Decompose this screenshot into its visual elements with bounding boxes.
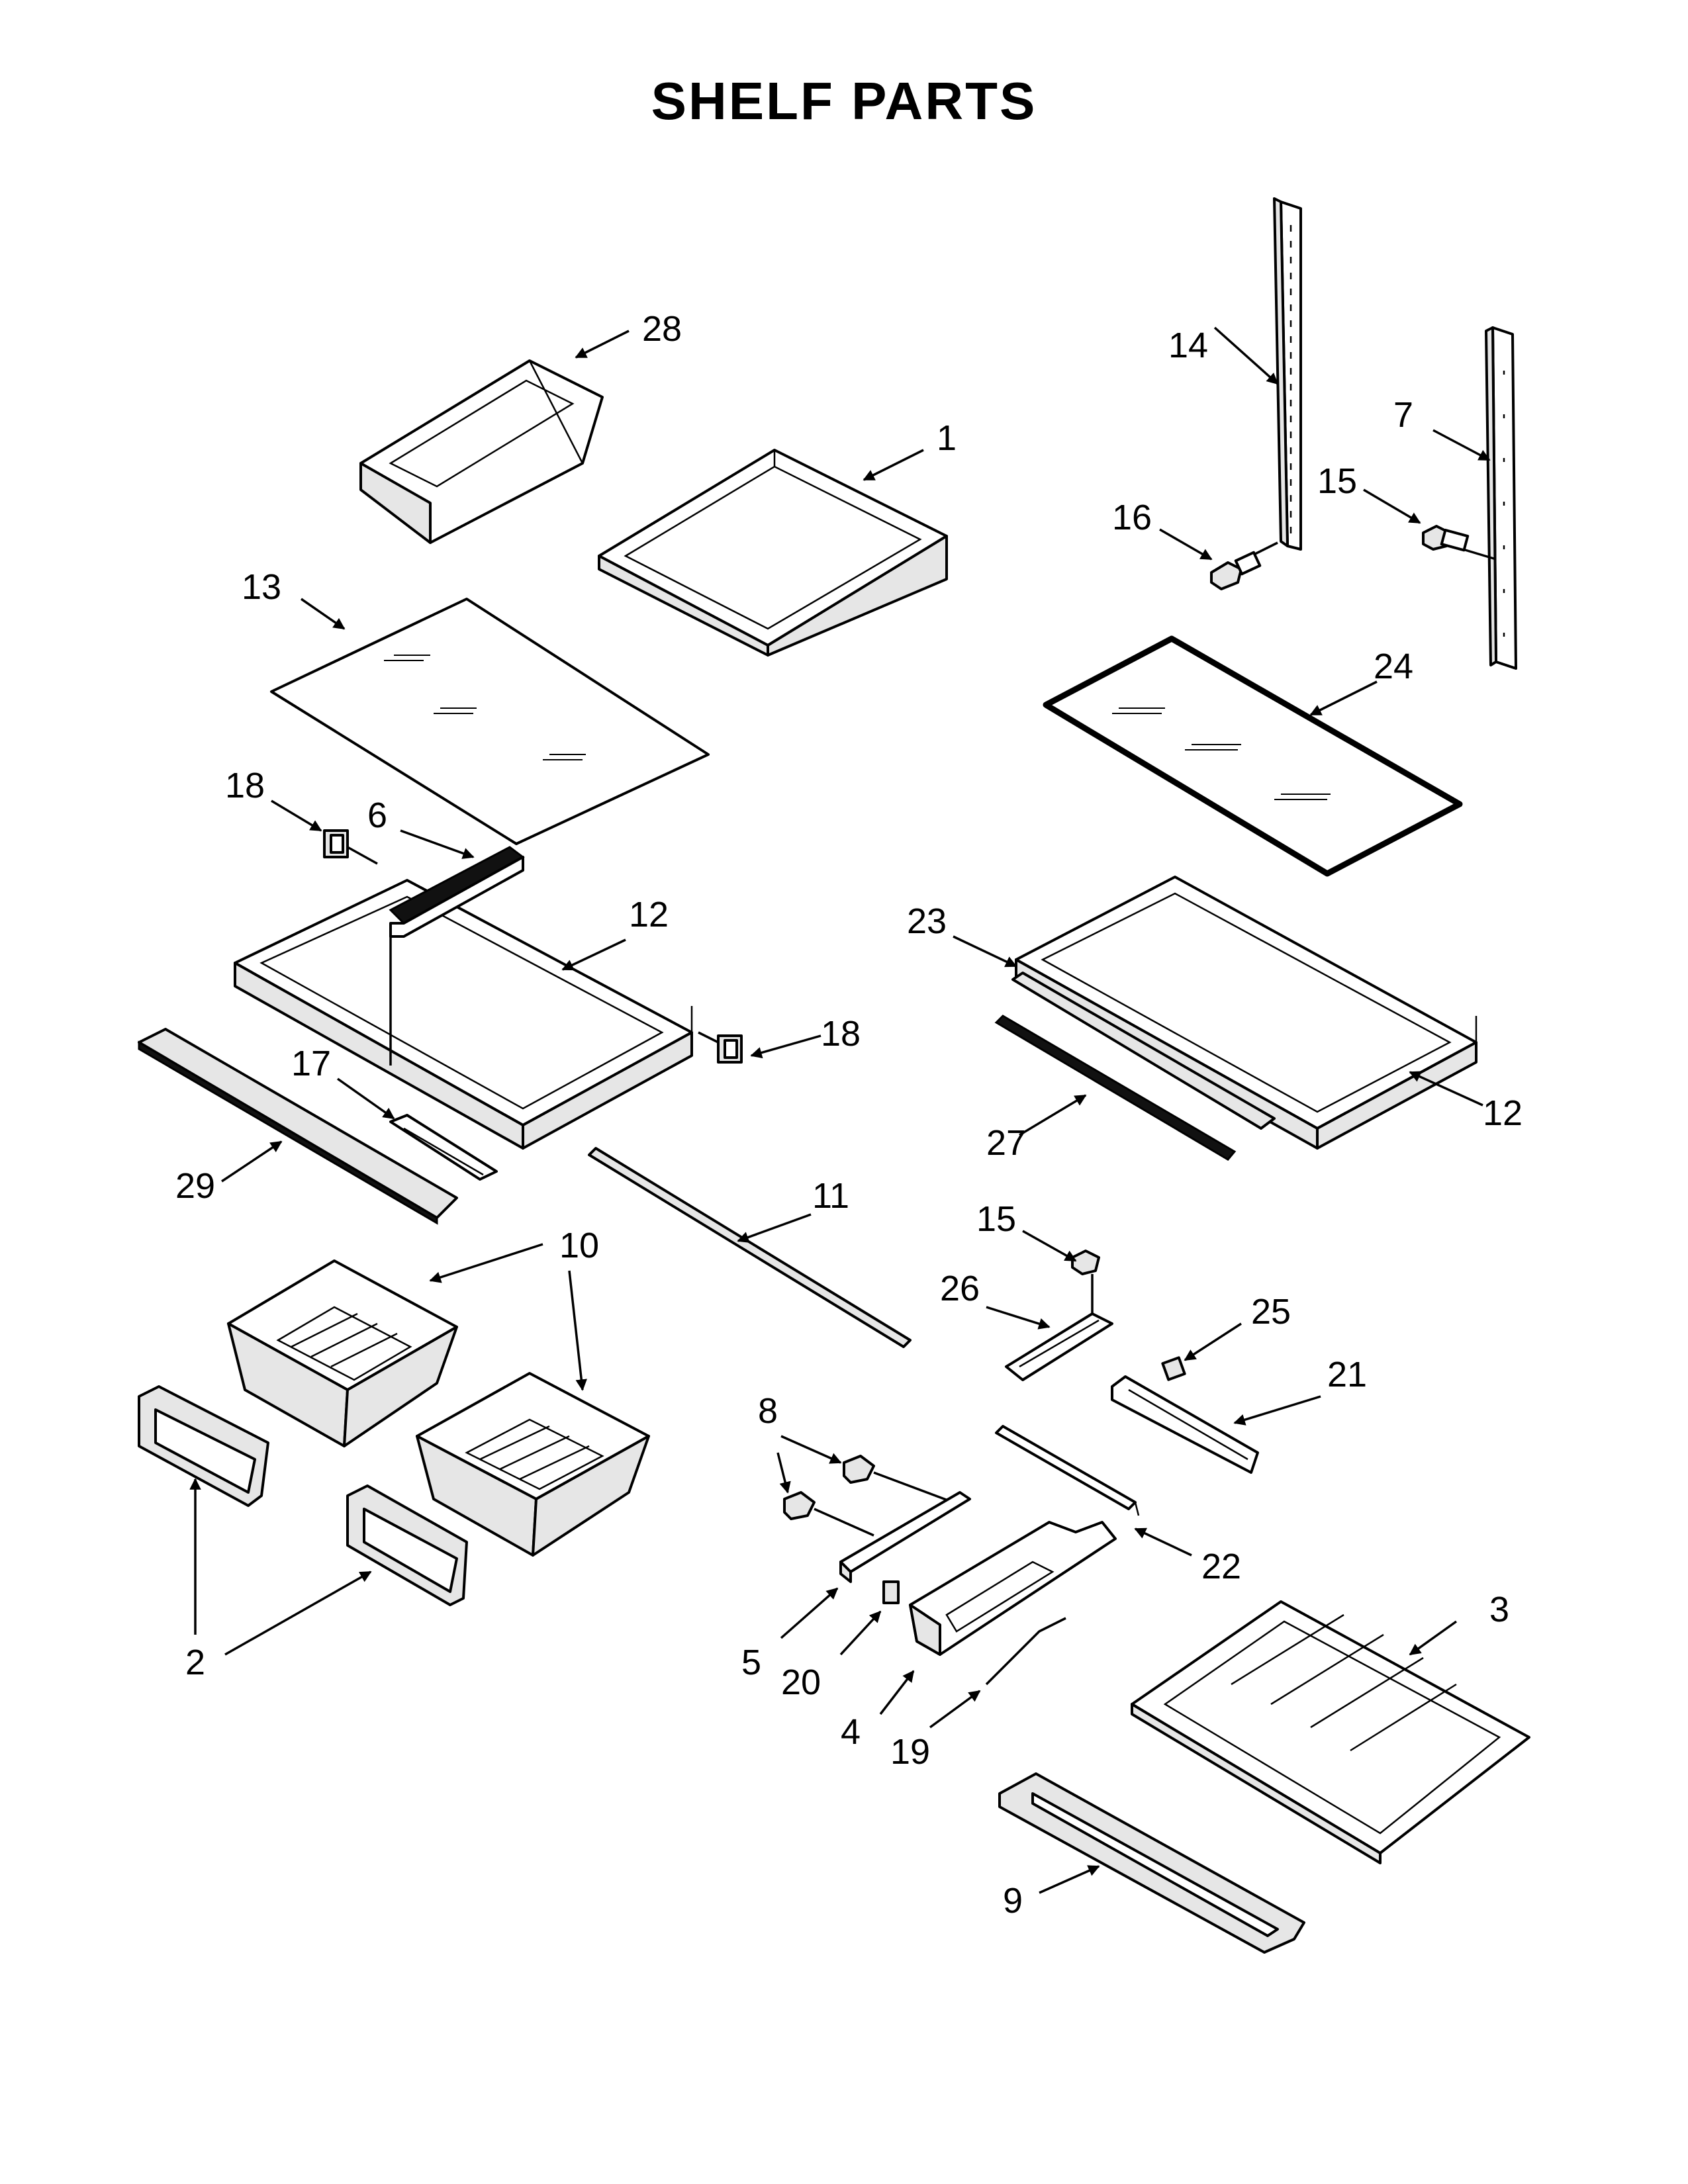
part-17-slider [389,1114,498,1181]
callout-29: 29 [175,1166,215,1206]
part-10-crisper-left [227,1259,458,1447]
callout-24: 24 [1374,647,1413,686]
page-title: SHELF PARTS [651,71,1037,130]
callout-1: 1 [937,418,957,458]
callout-21: 21 [1327,1355,1367,1394]
callout-15-lower: 15 [976,1199,1016,1239]
callout-4: 4 [841,1712,861,1752]
part-25-clip [1161,1356,1186,1381]
part-11-rod [588,1147,912,1348]
callout-12-left: 12 [629,895,669,934]
leader-lines [189,326,1491,1894]
part-28-small-bin [359,359,604,544]
callout-14: 14 [1168,326,1208,365]
callout-8: 8 [758,1391,778,1431]
callout-13: 13 [242,567,281,607]
part-2-crisper-front-right [346,1484,468,1606]
part-15-screw-top [1422,525,1497,561]
callout-19: 19 [890,1732,930,1772]
part-14-rail [1273,197,1302,551]
callout-27: 27 [986,1123,1026,1163]
part-8-pin-lower [783,1491,874,1537]
callout-2: 2 [185,1643,205,1682]
part-20-clip [882,1580,900,1604]
part-22-rail [995,1425,1140,1516]
callout-9: 9 [1003,1881,1023,1921]
callout-labels: 28 1 13 14 7 16 15 24 18 6 12 23 18 17 1… [175,309,1523,1921]
part-7-rail [1485,326,1517,670]
part-26-plate [1005,1312,1113,1381]
part-1-shelf-frame [598,449,948,657]
part-9-front-trim [998,1772,1305,1954]
part-10-crisper-right [416,1372,650,1557]
callout-23: 23 [907,901,947,941]
part-27-gasket [994,1015,1237,1161]
callout-17: 17 [291,1044,331,1083]
callout-5: 5 [741,1643,761,1682]
callout-12-right: 12 [1483,1093,1523,1133]
callout-28: 28 [642,309,682,349]
part-5-bracket [839,1491,971,1583]
part-18-clip-left [323,829,378,865]
part-15-screw-lower [1071,1250,1100,1314]
part-24-glass-shelf [1043,635,1463,877]
part-12-shelf-frame-left [234,879,693,1150]
part-16-screw [1210,541,1278,590]
callout-6: 6 [367,796,387,835]
callout-26: 26 [940,1269,980,1308]
part-2-crisper-front-left [138,1385,269,1507]
part-8-pin-upper [843,1455,954,1504]
callout-11: 11 [812,1176,849,1216]
part-4-housing [909,1521,1117,1656]
part-21-bracket [1111,1375,1259,1474]
callout-20: 20 [781,1662,821,1702]
part-18-clip-right [698,1031,743,1064]
callout-22: 22 [1201,1547,1241,1586]
part-3-tray [1131,1600,1530,1864]
callout-25: 25 [1251,1292,1291,1332]
callout-18-right: 18 [821,1014,861,1054]
callout-10: 10 [559,1226,599,1265]
part-29-trim [138,1028,458,1225]
part-19-wire [985,1617,1066,1686]
callout-7: 7 [1393,395,1413,435]
part-13-glass-shelf [270,598,710,845]
part-23-trim [1011,972,1276,1130]
callout-18-left: 18 [225,766,265,805]
callout-15-top: 15 [1317,461,1357,501]
callout-3: 3 [1489,1590,1509,1629]
part-6-bracket [389,846,525,1066]
callout-16: 16 [1112,498,1152,537]
